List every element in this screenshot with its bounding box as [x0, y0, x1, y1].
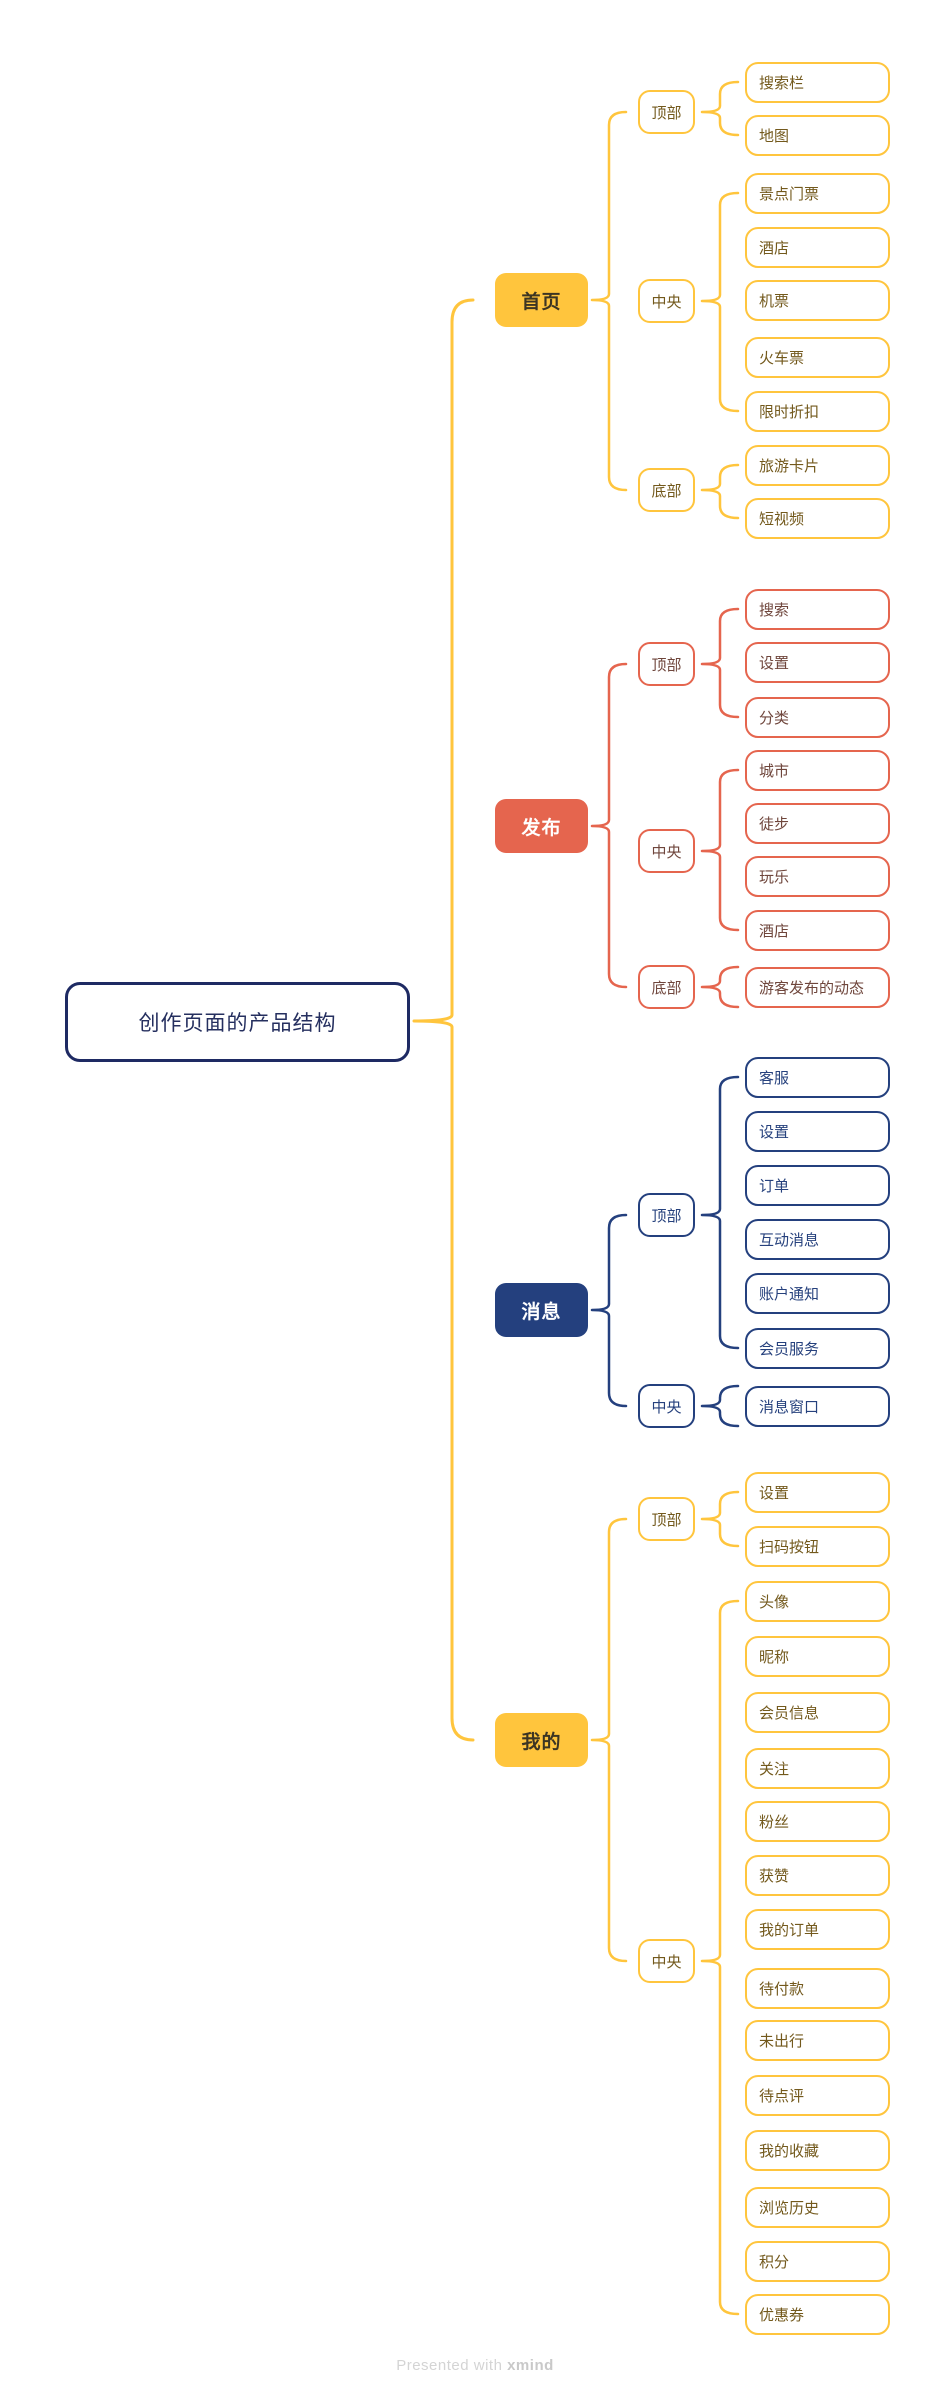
leaf-topic[interactable]: 酒店 [745, 226, 890, 268]
sub-brace [700, 1599, 740, 2316]
topic-brace [590, 1213, 628, 1408]
sub-brace [700, 965, 740, 1009]
leaf-topic[interactable]: 旅游卡片 [745, 444, 890, 486]
topic-brace [590, 110, 628, 492]
topic-brace [590, 1517, 628, 1963]
leaf-topic[interactable]: 设置 [745, 641, 890, 683]
leaf-topic[interactable]: 我的订单 [745, 1908, 890, 1950]
sub-brace [700, 1075, 740, 1350]
leaf-topic[interactable]: 未出行 [745, 2019, 890, 2061]
leaf-topic[interactable]: 酒店 [745, 909, 890, 951]
leaf-topic[interactable]: 搜索 [745, 588, 890, 630]
leaf-topic[interactable]: 游客发布的动态 [745, 966, 890, 1008]
leaf-topic[interactable]: 待付款 [745, 1967, 890, 2009]
leaf-topic[interactable]: 互动消息 [745, 1218, 890, 1260]
leaf-topic[interactable]: 设置 [745, 1110, 890, 1152]
leaf-topic[interactable]: 积分 [745, 2240, 890, 2282]
leaf-topic[interactable]: 城市 [745, 749, 890, 791]
sub-brace [700, 1384, 740, 1428]
sub-topic-red-0[interactable]: 顶部 [638, 642, 695, 686]
sub-topic-yellow-0[interactable]: 顶部 [638, 1497, 695, 1541]
sub-brace [700, 80, 740, 137]
sub-brace [700, 191, 740, 413]
leaf-topic[interactable]: 设置 [745, 1471, 890, 1513]
sub-topic-red-2[interactable]: 底部 [638, 965, 695, 1009]
sub-brace [700, 607, 740, 719]
sub-topic-yellow-0[interactable]: 顶部 [638, 90, 695, 134]
main-topic-3[interactable]: 我的 [495, 1713, 588, 1767]
leaf-topic[interactable]: 粉丝 [745, 1800, 890, 1842]
leaf-topic[interactable]: 机票 [745, 279, 890, 321]
watermark-brand: xmind [507, 2357, 554, 2374]
sub-brace [700, 768, 740, 932]
sub-topic-yellow-2[interactable]: 底部 [638, 468, 695, 512]
sub-topic-navy-0[interactable]: 顶部 [638, 1193, 695, 1237]
topic-brace [590, 662, 628, 989]
leaf-topic[interactable]: 地图 [745, 114, 890, 156]
root-topic[interactable]: 创作页面的产品结构 [65, 982, 410, 1062]
watermark-text: Presented with [396, 2357, 508, 2374]
leaf-topic[interactable]: 订单 [745, 1164, 890, 1206]
sub-brace [700, 463, 740, 520]
main-topic-0[interactable]: 首页 [495, 273, 588, 327]
leaf-topic[interactable]: 优惠券 [745, 2293, 890, 2335]
leaf-topic[interactable]: 短视频 [745, 497, 890, 539]
leaf-topic[interactable]: 会员信息 [745, 1691, 890, 1733]
leaf-topic[interactable]: 待点评 [745, 2074, 890, 2116]
leaf-topic[interactable]: 客服 [745, 1056, 890, 1098]
sub-topic-red-1[interactable]: 中央 [638, 829, 695, 873]
leaf-topic[interactable]: 昵称 [745, 1635, 890, 1677]
sub-topic-yellow-1[interactable]: 中央 [638, 1939, 695, 1983]
leaf-topic[interactable]: 获赞 [745, 1854, 890, 1896]
leaf-topic[interactable]: 分类 [745, 696, 890, 738]
sub-topic-yellow-1[interactable]: 中央 [638, 279, 695, 323]
leaf-topic[interactable]: 玩乐 [745, 855, 890, 897]
sub-topic-navy-1[interactable]: 中央 [638, 1384, 695, 1428]
leaf-topic[interactable]: 会员服务 [745, 1327, 890, 1369]
watermark: Presented with xmind [0, 2357, 950, 2374]
leaf-topic[interactable]: 扫码按钮 [745, 1525, 890, 1567]
leaf-topic[interactable]: 火车票 [745, 336, 890, 378]
leaf-topic[interactable]: 账户通知 [745, 1272, 890, 1314]
leaf-topic[interactable]: 消息窗口 [745, 1385, 890, 1427]
leaf-topic[interactable]: 限时折扣 [745, 390, 890, 432]
leaf-topic[interactable]: 徒步 [745, 802, 890, 844]
main-topic-2[interactable]: 消息 [495, 1283, 588, 1337]
sub-brace [700, 1490, 740, 1548]
leaf-topic[interactable]: 景点门票 [745, 172, 890, 214]
leaf-topic[interactable]: 我的收藏 [745, 2129, 890, 2171]
leaf-topic[interactable]: 头像 [745, 1580, 890, 1622]
main-topic-1[interactable]: 发布 [495, 799, 588, 853]
leaf-topic[interactable]: 关注 [745, 1747, 890, 1789]
root-brace [412, 298, 475, 1742]
leaf-topic[interactable]: 浏览历史 [745, 2186, 890, 2228]
leaf-topic[interactable]: 搜索栏 [745, 61, 890, 103]
